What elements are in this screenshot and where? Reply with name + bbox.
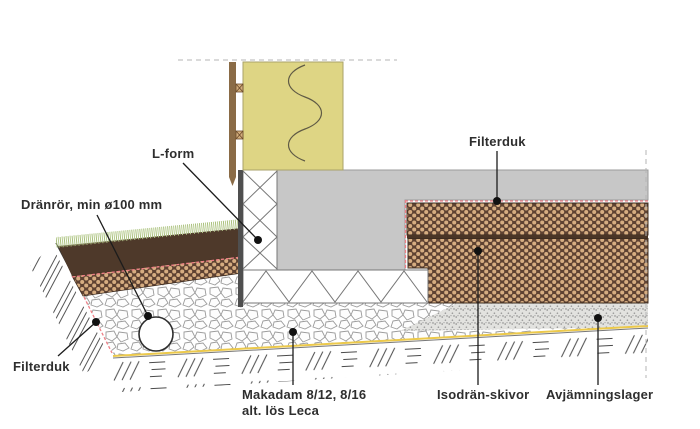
- label-avjamningslager: Avjämningslager: [546, 387, 653, 402]
- isodran-board-row-upper: [406, 202, 649, 236]
- ground-surface-line: [112, 327, 649, 359]
- leader-dots: [92, 197, 602, 336]
- yellow-marking-line: [112, 325, 649, 357]
- wall-section: [229, 61, 344, 186]
- edge-insulation-band: [242, 269, 429, 304]
- isodran-board-row-lower: [407, 238, 649, 304]
- label-makadam-line2: alt. lös Leca: [242, 403, 320, 418]
- label-dranror: Dränrör, min ø100 mm: [21, 197, 162, 212]
- levelling-layer: [400, 303, 648, 331]
- l-element-leg: [242, 169, 278, 271]
- label-filterduk-top: Filterduk: [469, 134, 526, 149]
- filterduk-membrane-slab: [404, 200, 648, 270]
- insulation-wave-symbol: [287, 64, 323, 162]
- makadam-layer: [83, 273, 648, 355]
- existing-ground-hatch: [100, 330, 648, 392]
- topsoil-layer: [58, 228, 242, 276]
- batten-fixings: [235, 83, 244, 140]
- grass-layer: [56, 219, 242, 248]
- label-isodran: Isodrän-skivor: [437, 387, 529, 402]
- label-filterduk-left: Filterduk: [13, 359, 70, 374]
- board-row-divider: [407, 235, 648, 239]
- l-element-edge-strip: [238, 170, 243, 307]
- label-makadam-line1: Makadam 8/12, 8/16: [242, 387, 366, 402]
- facade-batten: [229, 62, 236, 186]
- drain-pipe: [138, 316, 174, 352]
- label-l-form: L-form: [152, 146, 194, 161]
- wall-insulation: [242, 61, 344, 171]
- leader-lines: [57, 151, 599, 385]
